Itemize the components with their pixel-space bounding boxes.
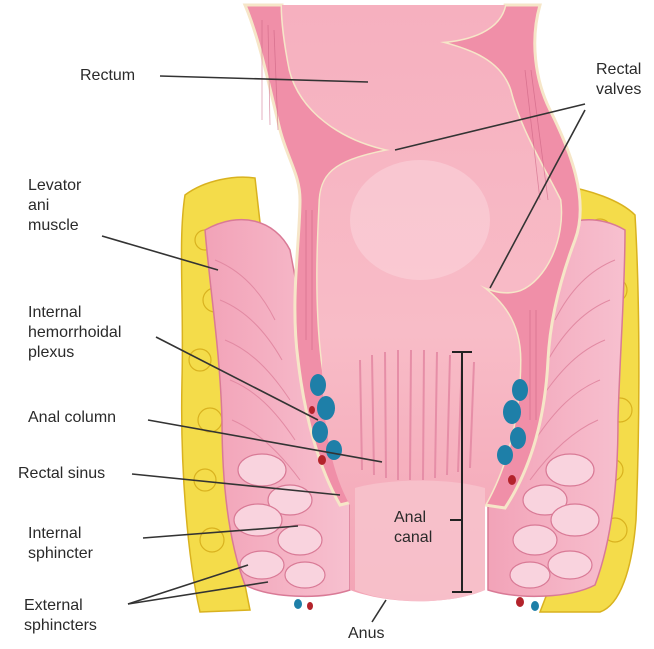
label-external-sphincters: External sphincters [24,596,97,636]
label-rectum: Rectum [80,66,135,86]
label-external-sphincters-line-2: sphincters [24,616,97,636]
label-anal-canal-line-1: Anal [394,508,432,528]
label-levator-ani-muscle: Levator ani muscle [28,176,81,236]
label-levator-line-1: Levator [28,176,81,196]
label-internal-sphincter-line-2: sphincter [28,544,93,564]
label-internal-sphincter: Internal sphincter [28,524,93,564]
label-plexus-line-1: Internal [28,303,121,323]
label-anal-canal-line-2: canal [394,528,432,548]
label-levator-line-3: muscle [28,216,81,236]
leader-anus [372,600,386,622]
label-anal-column: Anal column [28,408,116,428]
label-internal-hemorrhoidal-plexus: Internal hemorrhoidal plexus [28,303,121,363]
label-rectal-valves: Rectal valves [596,60,641,100]
label-anal-canal: Anal canal [394,508,432,548]
label-rectal-valves-line-1: Rectal [596,60,641,80]
label-plexus-line-2: hemorrhoidal [28,323,121,343]
label-rectal-valves-line-2: valves [596,80,641,100]
label-levator-line-2: ani [28,196,81,216]
label-external-sphincters-line-1: External [24,596,97,616]
label-plexus-line-3: plexus [28,343,121,363]
lumen-highlight [350,160,490,280]
label-rectal-sinus: Rectal sinus [18,464,105,484]
label-internal-sphincter-line-1: Internal [28,524,93,544]
label-anus: Anus [348,624,384,644]
